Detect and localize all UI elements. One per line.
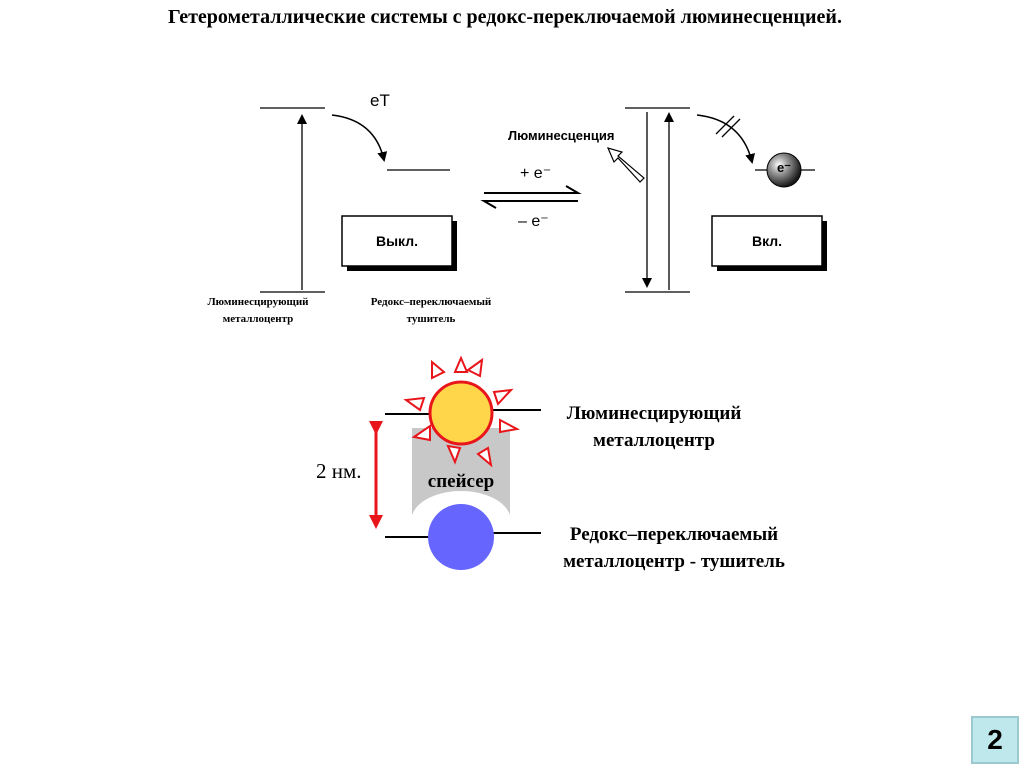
sun-icon [403, 355, 521, 468]
electron-ball [766, 152, 802, 188]
redox-equilibrium: + e⁻ – e⁻ [480, 165, 582, 230]
quencher-disk [428, 504, 494, 570]
luminescent-center-label-2: металлоцентр [593, 430, 715, 451]
quencher-label-1: Редокс–переключаемый [570, 524, 778, 545]
sun-ray [411, 424, 431, 442]
quencher-label-2: металлоцентр - тушитель [563, 551, 785, 572]
sun-ray [499, 418, 521, 434]
off-state-scheme: eT Выкл. Люминесцирующий металлоцентр Ре… [207, 91, 491, 325]
off-box [341, 215, 453, 267]
photon-hollow-arrow [606, 147, 645, 183]
distance-label: 2 нм. [316, 459, 362, 483]
plus-electron-label: + e⁻ [520, 165, 551, 182]
bimetallic-model: спейсер 2 нм. Люминесцирующий металлоцен… [316, 355, 785, 572]
spacer-label: спейсер [428, 471, 494, 492]
on-state-scheme: Люминесценция e⁻ Вкл. [508, 107, 827, 293]
reverse-half-arrow [480, 200, 578, 209]
sun-disk [428, 380, 494, 446]
sun-ray [453, 355, 469, 373]
luminescent-center-label-1: Люминесцирующий [567, 403, 742, 424]
quencher-caption-1: Редокс–переключаемый [371, 296, 492, 308]
sun-ray [431, 359, 446, 380]
block-slash-2 [721, 118, 741, 138]
minus-electron-label: – e⁻ [518, 213, 549, 230]
sun-ray [492, 388, 514, 406]
on-box [711, 215, 823, 267]
page-number-badge: 2 [971, 716, 1019, 764]
page-title: Гетерометаллические системы с редокс-пер… [168, 6, 842, 28]
forward-half-arrow [484, 185, 582, 194]
off-label: Выкл. [376, 233, 418, 249]
luminescence-label: Люминесценция [508, 128, 614, 143]
luminescent-center-caption-2: металлоцентр [223, 313, 294, 325]
et-label: eT [370, 91, 390, 110]
electron-label: e⁻ [777, 160, 791, 175]
sun-ray [466, 357, 484, 378]
sun-ray [446, 444, 462, 465]
luminescent-center-caption-1: Люминесцирующий [207, 296, 309, 308]
sun-ray [476, 446, 493, 468]
quencher-caption-2: тушитель [407, 313, 456, 325]
block-slash-1 [715, 115, 735, 135]
sun-ray [403, 396, 426, 412]
on-label: Вкл. [752, 233, 782, 249]
blocked-transfer-arrow [696, 114, 756, 164]
electron-transfer-arrow [331, 114, 388, 162]
